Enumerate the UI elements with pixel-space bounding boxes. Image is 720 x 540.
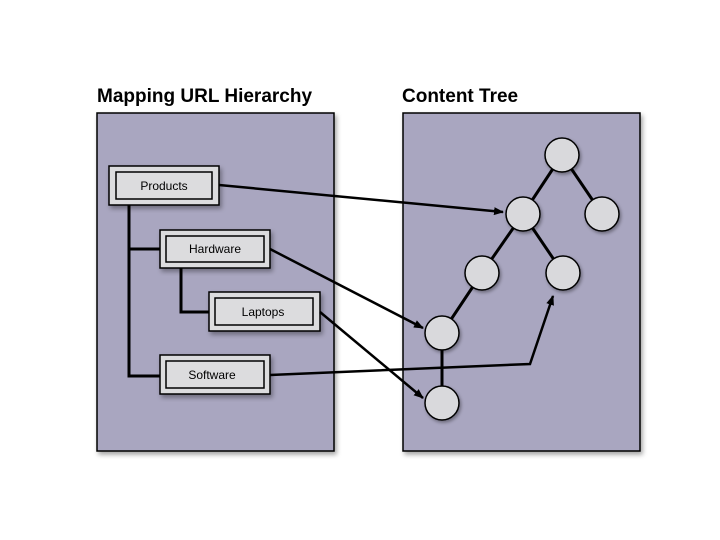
url-box-products-label: Products xyxy=(140,179,187,193)
connector-products-software xyxy=(127,205,160,378)
arrow-laptops-to-node xyxy=(319,311,424,399)
tree-node-level3 xyxy=(424,315,460,351)
tree-node-root xyxy=(544,137,580,173)
tree-node-level2-left xyxy=(464,255,500,291)
arrow-products-to-node xyxy=(218,183,504,216)
arrow-software-to-node xyxy=(269,295,555,377)
connector-hardware-laptops xyxy=(179,268,210,314)
url-box-laptops-label: Laptops xyxy=(242,305,285,319)
arrow-hardware-to-node xyxy=(269,247,424,330)
url-box-products: Products xyxy=(108,165,220,206)
url-box-hardware-label: Hardware xyxy=(189,242,241,256)
url-box-hardware: Hardware xyxy=(159,229,271,269)
url-box-software-label: Software xyxy=(188,368,236,382)
url-box-laptops: Laptops xyxy=(208,291,321,332)
tree-node-level2-right xyxy=(545,255,581,291)
content-tree-title: Content Tree xyxy=(402,86,518,107)
content-tree-nodes xyxy=(424,137,620,421)
tree-node-level4 xyxy=(424,385,460,421)
tree-node-level1-right xyxy=(584,196,620,232)
url-hierarchy-panel xyxy=(96,112,335,452)
tree-node-level1-left xyxy=(505,196,541,232)
url-hierarchy-title: Mapping URL Hierarchy xyxy=(97,86,312,107)
url-box-software: Software xyxy=(159,354,271,395)
url-hierarchy-connectors xyxy=(127,205,210,378)
mapping-arrows xyxy=(218,183,555,399)
